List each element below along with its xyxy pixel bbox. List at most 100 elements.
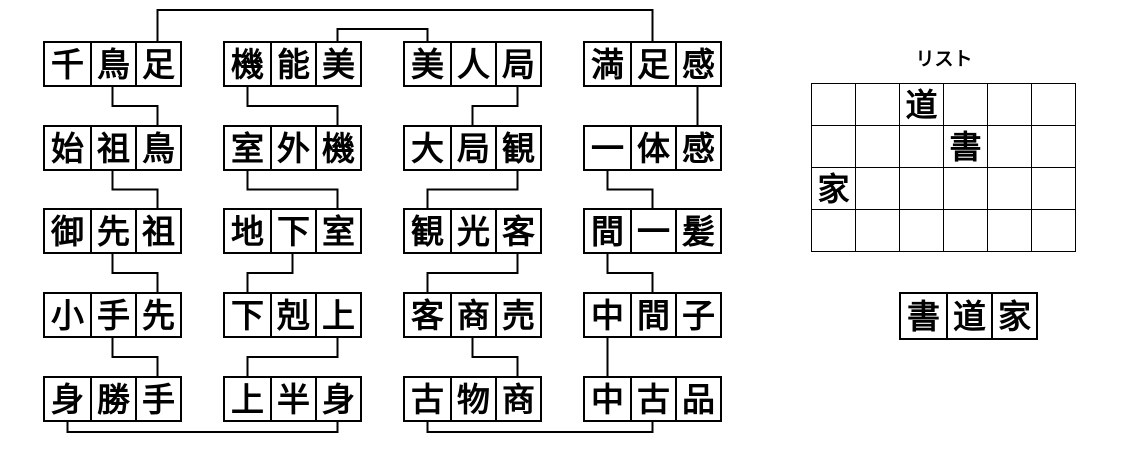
connector-line (111, 85, 159, 127)
word-box-室外機: 室外機 (223, 125, 362, 171)
connector-line (111, 252, 159, 294)
connector-line (471, 85, 519, 127)
hint-grid-cell-empty (1032, 168, 1076, 210)
kanji-cell: 身 (51, 379, 84, 419)
kanji-cell: 感 (675, 43, 720, 85)
kanji-cell: 地 (231, 211, 264, 251)
kanji-cell: 手 (135, 378, 180, 420)
kanji-cell: 間 (591, 211, 624, 251)
word-box-満足感: 満足感 (583, 41, 722, 87)
answer-kanji-cell: 家 (991, 294, 1036, 338)
kanji-cell: 足 (135, 43, 180, 85)
answer-kanji-cell: 道 (946, 294, 991, 338)
kanji-cell: 美 (315, 43, 360, 85)
kanji-cell: 中 (591, 295, 624, 335)
kanji-cell: 髪 (675, 210, 720, 252)
connector-line (606, 252, 654, 294)
hint-grid-cell-empty (900, 126, 944, 168)
kanji-cell: 機 (231, 44, 264, 84)
answer-kanji-cell: 書 (907, 296, 940, 336)
word-box-観光客: 観光客 (403, 208, 542, 254)
word-box-美人局: 美人局 (403, 41, 542, 87)
hint-grid-cell-empty (856, 84, 900, 126)
kanji-cell: 一 (591, 128, 624, 168)
word-box-間一髪: 間一髪 (583, 208, 722, 254)
connector-line (156, 9, 654, 43)
kanji-cell: 商 (450, 294, 495, 336)
kanji-cell: 体 (630, 127, 675, 169)
word-box-大局観: 大局観 (403, 125, 542, 171)
kanji-cell: 中 (591, 379, 624, 419)
hint-grid-cell-empty (812, 84, 856, 126)
word-box-機能美: 機能美 (223, 41, 362, 87)
kanji-cell: 千 (51, 44, 84, 84)
kanji-cell: 美 (411, 44, 444, 84)
kanji-cell: 客 (411, 295, 444, 335)
word-box-客商売: 客商売 (403, 292, 542, 338)
kanji-cell: 足 (630, 43, 675, 85)
connector-line (111, 169, 159, 210)
kanji-cell: 上 (315, 294, 360, 336)
kanji-cell: 手 (90, 294, 135, 336)
kanji-cell: 外 (270, 127, 315, 169)
kanji-cell: 売 (495, 294, 540, 336)
word-box-御先祖: 御先祖 (43, 208, 182, 254)
word-box-一体感: 一体感 (583, 125, 722, 171)
word-box-上半身: 上半身 (223, 376, 362, 422)
kanji-cell: 先 (90, 210, 135, 252)
kanji-cell: 光 (450, 210, 495, 252)
connector-line (426, 252, 519, 294)
kanji-cell: 古 (411, 379, 444, 419)
hint-grid-cell-empty (988, 168, 1032, 210)
kanji-cell: 間 (630, 294, 675, 336)
answer-word-box: 書道家 (899, 292, 1038, 340)
kanji-cell: 祖 (90, 127, 135, 169)
kanji-cell: 身 (315, 378, 360, 420)
kanji-cell: 物 (450, 378, 495, 420)
connector-line (606, 169, 654, 210)
word-box-千鳥足: 千鳥足 (43, 41, 182, 87)
kanji-cell: 小 (51, 295, 84, 335)
connector-line (66, 420, 339, 433)
kanji-cell: 大 (411, 128, 444, 168)
connector-line (426, 169, 519, 210)
hint-grid-cell-empty (812, 126, 856, 168)
kanji-cell: 局 (450, 127, 495, 169)
word-box-始祖鳥: 始祖鳥 (43, 125, 182, 171)
hint-grid-cell-empty (944, 210, 988, 252)
kanji-cell: 局 (495, 43, 540, 85)
kanji-cell: 観 (411, 211, 444, 251)
list-title: リスト (915, 48, 973, 70)
kanji-cell: 勝 (90, 378, 135, 420)
kanji-cell: 品 (675, 378, 720, 420)
hint-grid-cell-filled: 書 (944, 126, 988, 168)
hint-grid-cell-filled: 道 (900, 84, 944, 126)
kanji-cell: 御 (51, 211, 84, 251)
connector-line (111, 336, 159, 378)
kanji-cell: 下 (231, 295, 264, 335)
hint-grid: 道書家 (811, 83, 1076, 252)
kanji-cell: 子 (675, 294, 720, 336)
kanji-cell: 機 (315, 127, 360, 169)
connector-line (246, 169, 339, 210)
hint-grid-cell-empty (988, 84, 1032, 126)
connector-line (426, 420, 654, 433)
kanji-cell: 古 (630, 378, 675, 420)
hint-grid-cell-filled: 家 (812, 168, 856, 210)
hint-grid-cell-empty (1032, 210, 1076, 252)
word-box-中間子: 中間子 (583, 292, 722, 338)
hint-grid-cell-empty (856, 210, 900, 252)
hint-grid-cell-empty (944, 168, 988, 210)
kanji-cell: 客 (495, 210, 540, 252)
word-box-古物商: 古物商 (403, 376, 542, 422)
kanji-cell: 人 (450, 43, 495, 85)
kanji-cell: 鳥 (135, 127, 180, 169)
kanji-cell: 祖 (135, 210, 180, 252)
hint-grid-cell-empty (988, 210, 1032, 252)
kanji-cell: 満 (591, 44, 624, 84)
word-box-中古品: 中古品 (583, 376, 722, 422)
connector-line (246, 336, 339, 378)
connector-line (471, 336, 519, 378)
